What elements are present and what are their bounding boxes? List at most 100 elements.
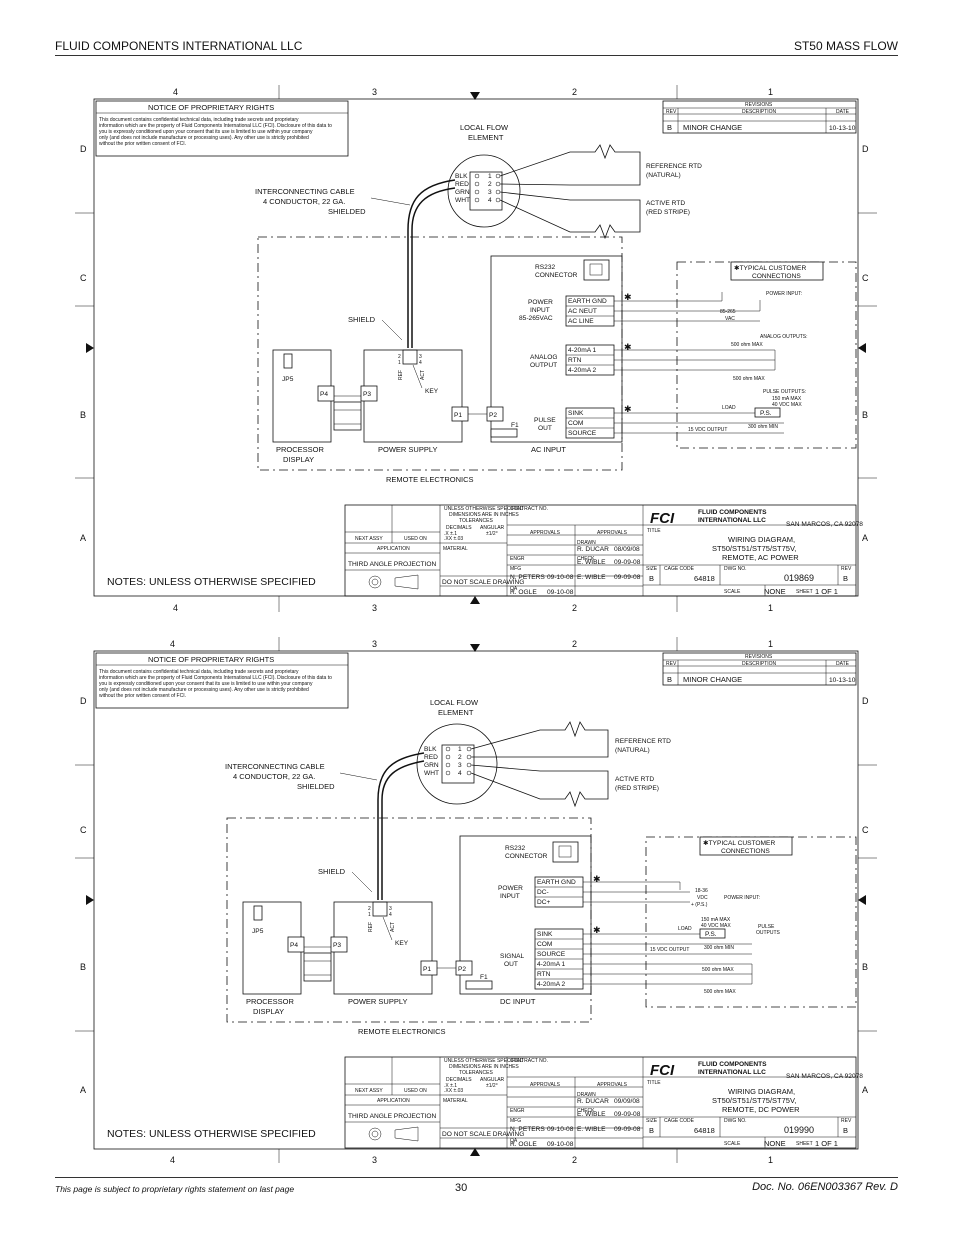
drawn-by: R. DUCAR — [577, 546, 609, 553]
f1-label: F1 — [511, 422, 519, 429]
contract-no-label: CONTRACT NO. — [510, 1058, 548, 1064]
dwg-no-label: DWG NO. — [724, 566, 747, 572]
row-label: B — [862, 410, 868, 420]
revisions-title: REVISIONS — [745, 102, 773, 108]
dwg-no-label: DWG NO. — [724, 1118, 747, 1124]
supply-voltage: VDC — [697, 895, 708, 901]
customer-connection-star: ✱ — [624, 292, 632, 302]
projection-symbol — [368, 575, 382, 589]
reference-rtd-label: REFERENCE RTD — [615, 738, 671, 745]
footer-page-number: 30 — [455, 1182, 468, 1194]
size-label: SIZE — [646, 1118, 658, 1124]
proprietary-line: only (and does not include manufacture o… — [99, 687, 309, 693]
qa-date: 09-10-08 — [547, 1141, 574, 1148]
row-label: D — [80, 144, 87, 154]
footer-doc-number: Doc. No. 06EN003367 Rev. D — [752, 1181, 898, 1193]
load-resistor-label: 500 ohm MAX — [733, 376, 765, 382]
drawing-ac-power: 4 3 2 1 4 3 2 1 D C B A D C B A NOTICE O… — [75, 85, 877, 613]
revision-letter: B — [667, 123, 672, 132]
flow-element-label: LOCAL FLOW — [430, 698, 479, 707]
terminal-label: 4-20mA 2 — [537, 981, 566, 988]
drawing-size: B — [649, 1126, 654, 1135]
cable-label: SHIELDED — [328, 207, 366, 216]
drawn-label: DRAWN — [577, 1092, 596, 1098]
load-label: LOAD — [722, 405, 736, 411]
flow-element-label: LOCAL FLOW — [460, 123, 509, 132]
customer-connections-area — [645, 836, 857, 1008]
col-label: 4 — [173, 87, 178, 97]
reference-rtd-label: (NATURAL) — [615, 747, 650, 754]
connector-pin: 2 — [368, 906, 371, 912]
proprietary-line: without the prior written consent of FCI… — [99, 693, 186, 699]
revisions-title: REVISIONS — [745, 654, 773, 660]
engr-date: 09-09-08 — [614, 1126, 641, 1133]
application-label: APPLICATION — [377, 1098, 410, 1104]
sheet-number: 1 OF 1 — [815, 1139, 838, 1148]
cable-label: SHIELDED — [297, 782, 335, 791]
analog-outputs-heading: ANALOG OUTPUTS: — [760, 334, 808, 340]
terminal-label: RTN — [537, 971, 551, 978]
company-name: FLUID COMPONENTS — [698, 1061, 767, 1068]
interconnecting-cable — [407, 179, 456, 348]
terminal-number: 2 — [488, 181, 492, 188]
col-label: 4 — [170, 1155, 175, 1165]
check-date: 09-09-08 — [614, 1111, 641, 1118]
cable-label: 4 CONDUCTOR, 22 GA. — [263, 197, 345, 206]
terminal-label: SOURCE — [537, 951, 566, 958]
proprietary-line: without the prior written consent of FCI… — [99, 141, 186, 147]
revisions-col-rev: REV — [666, 661, 677, 667]
power-input-label: POWER — [528, 299, 553, 306]
active-rtd-label: ACTIVE RTD — [615, 776, 654, 783]
header-product: ST50 MASS FLOW — [793, 39, 898, 53]
power-wiring — [583, 881, 690, 903]
revisions-col-date: DATE — [836, 661, 850, 667]
customer-connection-star: ✱ — [593, 925, 601, 935]
header-company: FLUID COMPONENTS INTERNATIONAL LLC — [55, 39, 303, 53]
footer-notice: This page is subject to proprietary righ… — [55, 1184, 295, 1194]
cage-code: 64818 — [694, 1126, 715, 1135]
drawing-scale: NONE — [764, 1139, 786, 1148]
title-block — [344, 1056, 857, 1149]
active-rtd-label: ACTIVE RTD — [646, 200, 685, 207]
terminal-label: 4-20mA 1 — [568, 347, 597, 354]
tolerance-text: DIMENSIONS ARE IN INCHES — [449, 1064, 519, 1070]
wire-color-label: BLK — [424, 746, 437, 753]
flow-element-circle — [416, 723, 498, 805]
terminal-label: EARTH GND — [568, 298, 607, 305]
reference-rtd-label: (NATURAL) — [646, 172, 681, 179]
power-input-label: POWER — [498, 885, 523, 892]
drawn-date: 08/09/08 — [614, 546, 640, 553]
third-angle-label: THIRD ANGLE PROJECTION — [348, 1113, 437, 1120]
check-label: CHECK — [577, 556, 595, 562]
row-label: A — [80, 1085, 86, 1095]
tolerance-text: TOLERANCES — [459, 518, 493, 524]
company-name: FLUID COMPONENTS — [698, 509, 767, 516]
terminal-number: 3 — [458, 762, 462, 769]
mfg-date: 09-10-08 — [547, 574, 574, 581]
checked-by: E. WIBLE — [577, 559, 606, 566]
title-label: TITLE — [647, 1080, 661, 1086]
wire-color-label: RED — [424, 754, 438, 761]
drawing-number: 019869 — [784, 573, 814, 583]
check-date: 09-09-08 — [614, 559, 641, 566]
terminal-label: COM — [537, 941, 552, 948]
col-label: 2 — [572, 639, 577, 649]
terminal-label: SINK — [537, 931, 553, 938]
tolerance-text: ±1/2° — [486, 1083, 498, 1089]
terminal-label: RTN — [568, 357, 582, 364]
proprietary-line: only (and does not include manufacture o… — [99, 135, 309, 141]
col-label: 1 — [768, 603, 773, 613]
company-name: INTERNATIONAL LLC — [698, 1069, 766, 1076]
drawing-title: REMOTE, AC POWER — [722, 553, 799, 562]
power-wiring — [614, 292, 761, 322]
drawing-number: 019990 — [784, 1125, 814, 1135]
qa-by: R. OGLE — [510, 1141, 537, 1148]
qa-by: R. OGLE — [510, 589, 537, 596]
load-resistor-label: 500 ohm MAX — [731, 342, 763, 348]
active-rtd-label: (RED STRIPE) — [615, 785, 659, 792]
pulse-voltage: 40 VDC MAX — [772, 402, 802, 408]
p3-label: P3 — [333, 942, 341, 949]
power-supply-label: POWER SUPPLY — [348, 997, 407, 1006]
col-label: 4 — [173, 603, 178, 613]
remote-electronics-enclosure — [226, 817, 592, 1023]
